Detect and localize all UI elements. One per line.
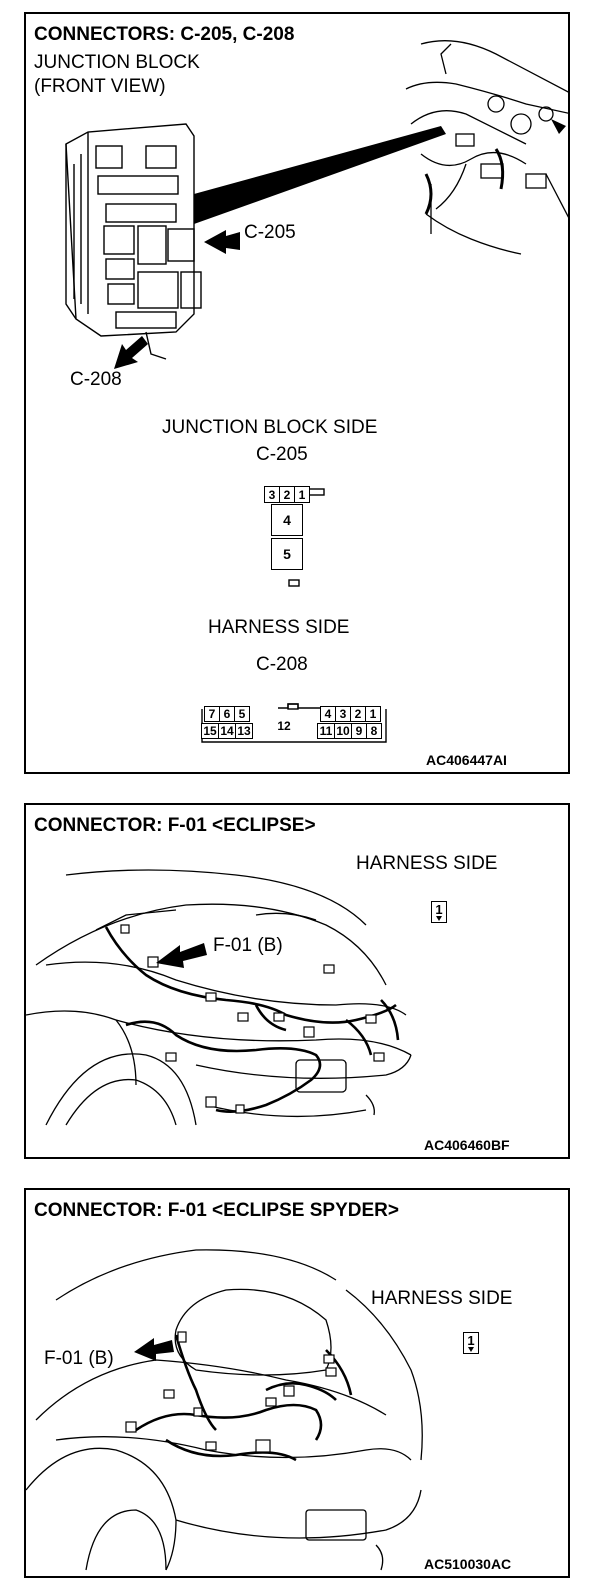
- c208-pin: 1: [365, 706, 381, 722]
- f01-pin: 1: [431, 901, 447, 923]
- f01-pin-number: 1: [467, 1333, 475, 1348]
- c208-pin: 6: [219, 706, 235, 722]
- panel-f01-eclipse: CONNECTOR: F-01 <ECLIPSE> HARNESS SIDE 1…: [24, 803, 570, 1159]
- harness-side-label: HARNESS SIDE: [208, 617, 350, 638]
- c205-pin: 5: [271, 538, 303, 570]
- c205-pin: 4: [271, 504, 303, 536]
- keyway-marker: [468, 1347, 474, 1352]
- c208-pin-center: 12: [277, 719, 291, 733]
- c205-pin: 2: [279, 486, 295, 503]
- callout-f01: F-01 (B): [44, 1348, 114, 1369]
- panel-c205-c208: CONNECTORS: C-205, C-208 JUNCTION BLOCK …: [24, 12, 570, 774]
- c208-pin: 11: [317, 723, 335, 739]
- harness-side-label: HARNESS SIDE: [356, 853, 498, 874]
- figure-code: AC510030AC: [424, 1556, 512, 1572]
- keyway-marker: [436, 916, 442, 921]
- c205-label: C-205: [256, 444, 308, 465]
- junction-block-illustration: [65, 40, 568, 743]
- harness-side-label: HARNESS SIDE: [371, 1288, 513, 1309]
- c208-pin: 7: [204, 706, 220, 722]
- c208-pin: 9: [351, 723, 367, 739]
- panel-f01-eclipse-spyder: CONNECTOR: F-01 <ECLIPSE SPYDER> HARNESS…: [24, 1188, 570, 1578]
- c208-pin: 15: [201, 723, 219, 739]
- callout-c205: C-205: [244, 222, 296, 243]
- c208-pin: 5: [234, 706, 250, 722]
- figure-code: AC406447AI: [426, 752, 507, 768]
- c205-pin: 1: [294, 486, 310, 503]
- subtitle-line1: JUNCTION BLOCK: [34, 52, 200, 73]
- c208-pin: 3: [335, 706, 351, 722]
- junction-block-side-label: JUNCTION BLOCK SIDE: [162, 417, 378, 438]
- f01-pin: 1: [463, 1332, 479, 1354]
- f01-pin-number: 1: [435, 902, 443, 917]
- c208-label: C-208: [256, 654, 308, 675]
- c205-pin: 3: [264, 486, 280, 503]
- panel-title: CONNECTOR: F-01 <ECLIPSE SPYDER>: [34, 1200, 399, 1221]
- c208-pin: 14: [218, 723, 236, 739]
- panel-title: CONNECTORS: C-205, C-208: [34, 24, 295, 45]
- figure-code: AC406460BF: [424, 1137, 510, 1153]
- eclipse-spyder-rear-illustration: [26, 1249, 423, 1571]
- c208-pin: 13: [235, 723, 253, 739]
- c208-pin: 2: [350, 706, 366, 722]
- panel-title: CONNECTOR: F-01 <ECLIPSE>: [34, 815, 316, 836]
- c208-pin: 8: [366, 723, 382, 739]
- c208-pin: 10: [334, 723, 352, 739]
- c208-pin: 4: [320, 706, 336, 722]
- eclipse-rear-illustration: [26, 869, 412, 1126]
- callout-f01: F-01 (B): [213, 935, 283, 956]
- callout-c208: C-208: [70, 369, 122, 390]
- subtitle-line2: (FRONT VIEW): [34, 76, 166, 97]
